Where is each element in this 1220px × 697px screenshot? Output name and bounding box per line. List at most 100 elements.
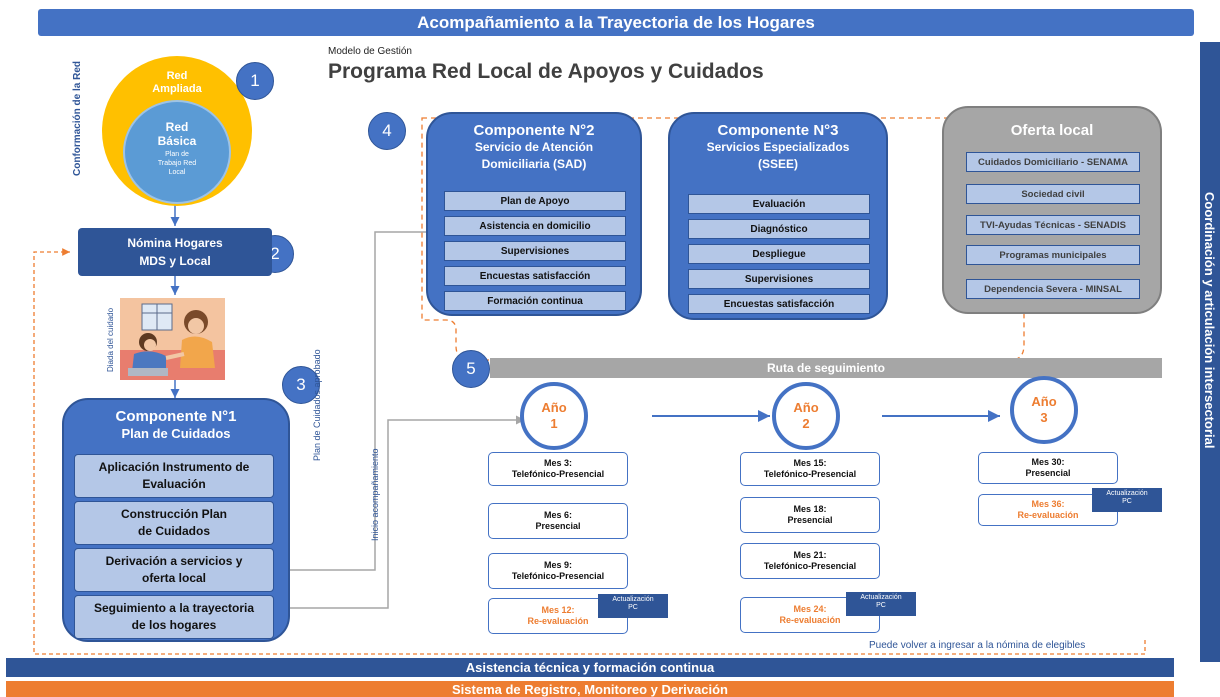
mes-12-title: Mes 12: [541, 605, 575, 615]
ruta-title: Ruta de seguimiento [766, 361, 885, 375]
inicio-acompanamiento-label: Inicio acompañamiento [370, 448, 380, 542]
year-1-num: 1 [550, 416, 558, 431]
step-3-circle: 3 [282, 366, 320, 404]
header-title: Acompañamiento a la Trayectoria de los H… [417, 12, 815, 32]
side-bar-right: Coordinación y articulación intersectori… [1200, 42, 1220, 662]
year-3: Año 3 [1010, 376, 1078, 444]
year-1: Año 1 [520, 382, 588, 450]
red-ampliada-circle: Red Ampliada Red Básica Plan de Trabajo … [102, 56, 252, 206]
flag-mes-24-line2: PC [876, 602, 886, 609]
comp1-item-derivacion: Derivación a servicios y oferta local [74, 548, 274, 592]
year-3-num: 3 [1040, 410, 1048, 425]
diada-illustration [120, 298, 225, 380]
comp2-item-plan-apoyo: Plan de Apoyo [444, 191, 626, 211]
mes-36-title: Mes 36: [1031, 499, 1065, 509]
plan-aprobado-label: Plan de Cuidados aprobado [312, 349, 322, 461]
mes-6-mode: Presencial [535, 521, 581, 531]
line-seguimiento-to-ruta [276, 415, 525, 609]
mes-3-mode: Telefónico-Presencial [511, 469, 605, 479]
comp1-title: Componente N°1 [115, 408, 237, 425]
comp1-subtitle: Plan de Cuidados [121, 426, 231, 441]
oferta-item-senadis: TVI-Ayudas Técnicas - SENADIS [966, 215, 1140, 235]
mes-9-mode: Telefónico-Presencial [511, 571, 605, 581]
nomina-line2: MDS y Local [139, 254, 211, 268]
comp2-item-supervisiones: Supervisiones [444, 241, 626, 261]
footer-line1: Asistencia técnica y formación continua [465, 660, 715, 675]
red-basica-circle: Red Básica Plan de Trabajo Red Local [123, 100, 231, 204]
mes-9-title: Mes 9: [543, 560, 572, 570]
mes-21: Mes 21: Telefónico-Presencial [740, 543, 880, 579]
comp3-subtitle2: (SSEE) [757, 157, 798, 171]
mes-36-mode: Re-evaluación [1017, 510, 1079, 520]
mes-3-title: Mes 3: [543, 458, 572, 468]
model-title: Programa Red Local de Apoyos y Cuidados [328, 60, 764, 83]
flag-mes-24: Actualización PC [846, 592, 916, 616]
comp3-item-supervisiones: Supervisiones [688, 269, 870, 289]
footer-banner-1: Asistencia técnica y formación continua [6, 658, 1174, 677]
comp2-subtitle1: Servicio de Atención [474, 140, 594, 154]
year-3-label: Año [1031, 394, 1057, 409]
mes-18: Mes 18: Presencial [740, 497, 880, 533]
oferta-title: Oferta local [1010, 122, 1094, 139]
mes-3: Mes 3: Telefónico-Presencial [488, 452, 628, 486]
year-2: Año 2 [772, 382, 840, 450]
flag-mes-24-line1: Actualización [860, 594, 902, 601]
red-ampliada-label: Red Ampliada [152, 70, 202, 95]
mes-18-title: Mes 18: [793, 504, 827, 514]
mes-30-title: Mes 30: [1031, 457, 1065, 467]
flag-mes-12-line2: PC [628, 604, 638, 611]
flag-mes-36-line2: PC [1122, 498, 1132, 505]
step-5-circle: 5 [452, 350, 490, 388]
ruta-banner: Ruta de seguimiento [490, 358, 1162, 378]
nomina-box: Nómina Hogares MDS y Local [78, 228, 272, 276]
oferta-item-senama: Cuidados Domiciliario - SENAMA [966, 152, 1140, 172]
mes-30-mode: Presencial [1025, 468, 1071, 478]
red-basica-label: Red Básica [157, 120, 197, 148]
red-side-label: Conformación de la Red [72, 60, 83, 176]
componente-1: Componente N°1 Plan de Cuidados Aplicaci… [62, 398, 290, 642]
red-basica-sublabel: Plan de Trabajo Red Local [157, 151, 197, 176]
oferta-item-minsal: Dependencia Severa - MINSAL [966, 279, 1140, 299]
mes-6-title: Mes 6: [543, 510, 572, 520]
diada-label: Diada del cuidado [106, 307, 115, 373]
footer-line2: Sistema de Registro, Monitoreo y Derivac… [452, 681, 728, 697]
mes-9: Mes 9: Telefónico-Presencial [488, 553, 628, 589]
mes-15: Mes 15: Telefónico-Presencial [740, 452, 880, 486]
mes-15-mode: Telefónico-Presencial [763, 469, 857, 479]
comp2-title: Componente N°2 [473, 122, 595, 139]
comp1-item-evaluacion: Aplicación Instrumento de Evaluación [74, 454, 274, 498]
flag-mes-36: Actualización PC [1092, 488, 1162, 512]
componente-3: Componente N°3 Servicios Especializados … [668, 112, 888, 320]
mes-15-title: Mes 15: [793, 458, 827, 468]
comp3-item-despliegue: Despliegue [688, 244, 870, 264]
comp3-item-diagnostico: Diagnóstico [688, 219, 870, 239]
comp3-item-evaluacion: Evaluación [688, 194, 870, 214]
step-4-circle: 4 [368, 112, 406, 150]
line-derivacion-to-sad [276, 227, 440, 571]
dashed-return-loop [33, 248, 1146, 655]
nomina-line1: Nómina Hogares [127, 236, 223, 250]
oferta-item-municipales: Programas municipales [966, 245, 1140, 265]
year-1-label: Año [541, 400, 567, 415]
model-subtitle: Modelo de Gestión [328, 46, 412, 57]
year-2-label: Año [793, 400, 819, 415]
mes-6: Mes 6: Presencial [488, 503, 628, 539]
footer-banner-2: Sistema de Registro, Monitoreo y Derivac… [6, 681, 1174, 697]
mes-30: Mes 30: Presencial [978, 452, 1118, 484]
mes-24-title: Mes 24: [793, 604, 827, 614]
comp1-item-construccion: Construcción Plan de Cuidados [74, 501, 274, 545]
oferta-local: Oferta local Cuidados Domiciliario - SEN… [942, 106, 1162, 314]
step-1-circle: 1 [236, 62, 274, 100]
mes-18-mode: Presencial [787, 515, 833, 525]
flag-mes-12-line1: Actualización [612, 596, 654, 603]
comp2-item-encuestas: Encuestas satisfacción [444, 266, 626, 286]
header-banner: Acompañamiento a la Trayectoria de los H… [38, 9, 1194, 36]
side-bar-right-label: Coordinación y articulación intersectori… [1202, 192, 1217, 449]
comp3-item-encuestas: Encuestas satisfacción [688, 294, 870, 314]
reingreso-note: Puede volver a ingresar a la nómina de e… [866, 640, 1089, 651]
mes-24-mode: Re-evaluación [779, 615, 841, 625]
comp2-subtitle2: Domiciliaria (SAD) [481, 157, 587, 171]
flag-mes-36-line1: Actualización [1106, 490, 1148, 497]
flag-mes-12: Actualización PC [598, 594, 668, 618]
year-2-num: 2 [802, 416, 810, 431]
